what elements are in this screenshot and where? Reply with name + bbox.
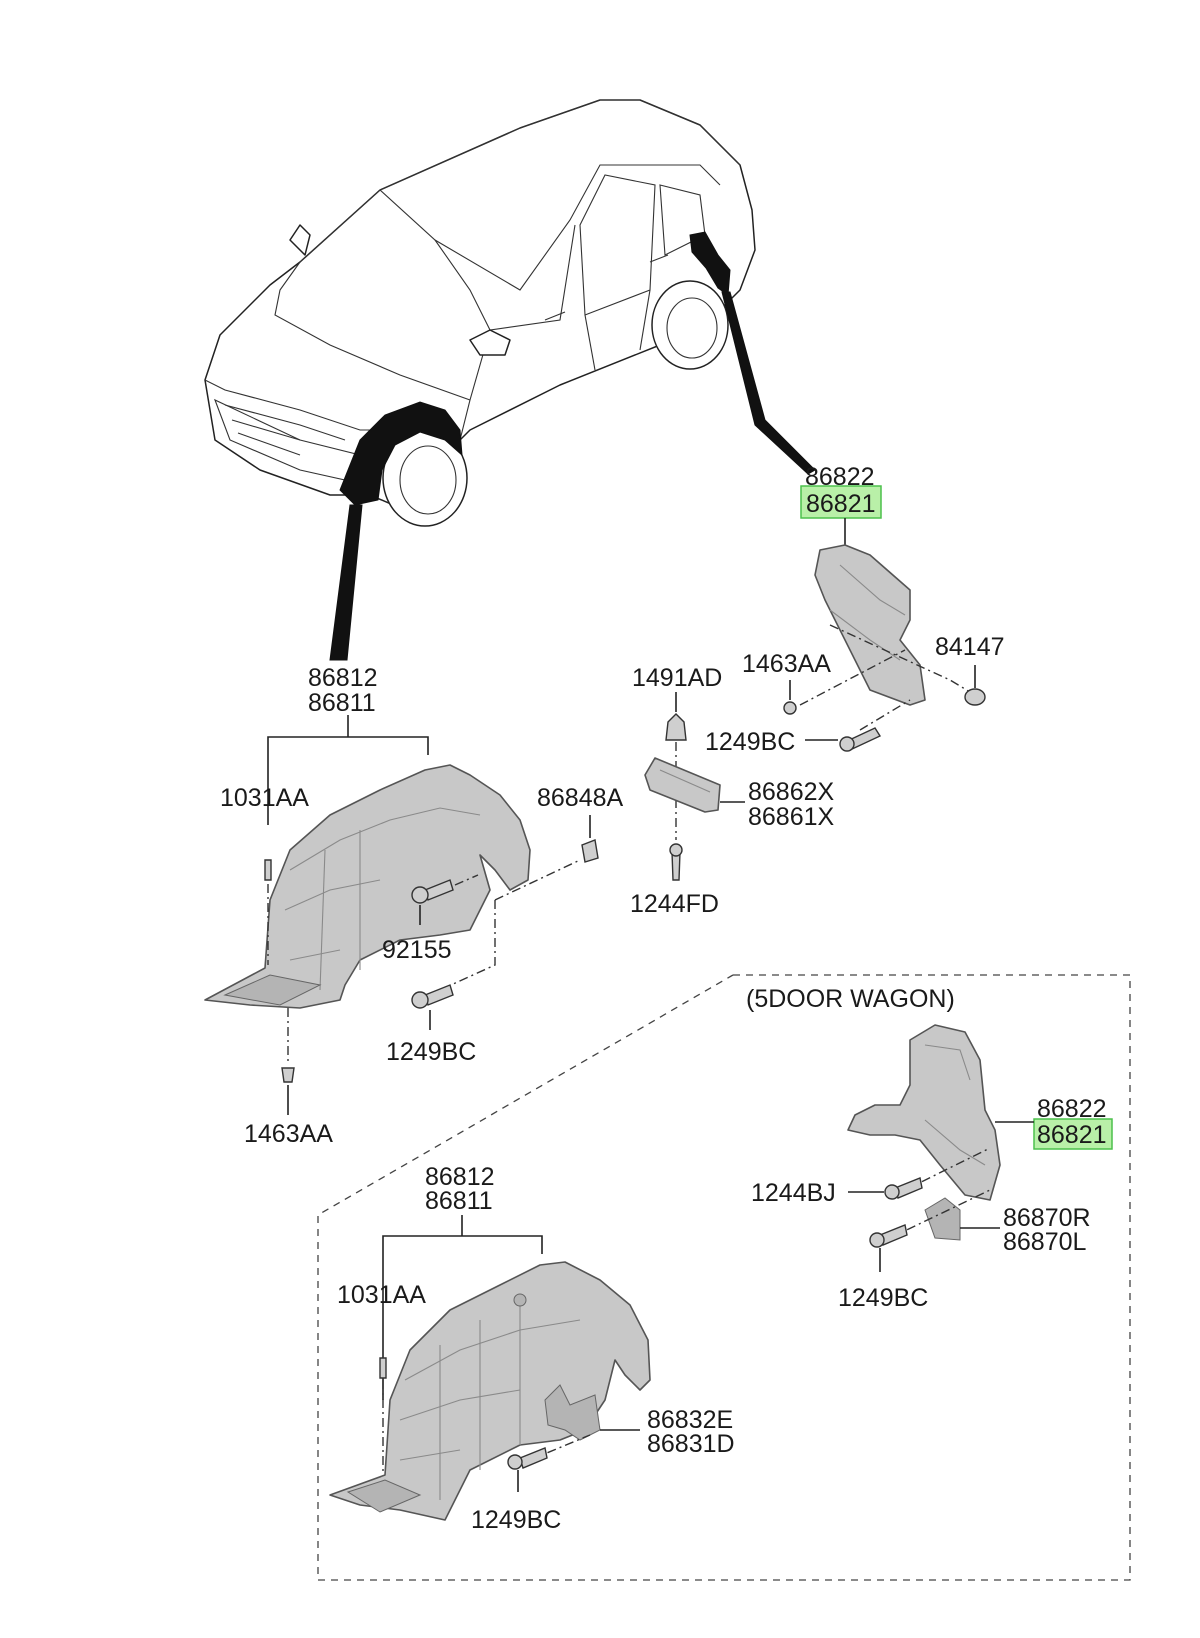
labels: 86822 86821 1463AA 84147 1491AD 1249BC 8… bbox=[220, 463, 1107, 1534]
label-1463aa-bottom: 1463AA bbox=[244, 1120, 333, 1148]
front-pointer bbox=[329, 504, 363, 661]
label-86831d: 86831D bbox=[647, 1430, 735, 1458]
label-1463aa-top: 1463AA bbox=[742, 650, 831, 678]
rear-upper-assembly bbox=[783, 485, 986, 752]
1463aa-clip-icon bbox=[783, 701, 797, 715]
label-86812-front: 86812 bbox=[308, 664, 378, 692]
label-1249bc-wagon: 1249BC bbox=[838, 1284, 928, 1312]
label-86822-wagon: 86822 bbox=[1037, 1095, 1107, 1123]
label-1244fd: 1244FD bbox=[630, 890, 719, 918]
label-84147: 84147 bbox=[935, 633, 1005, 661]
front-liner-highlight bbox=[339, 401, 463, 506]
84147-cap-icon bbox=[964, 688, 986, 706]
wagon-frame bbox=[317, 974, 1131, 1581]
label-86862x: 86862X bbox=[748, 778, 835, 806]
label-86870r: 86870R bbox=[1003, 1204, 1091, 1232]
label-86821-top: 86821 bbox=[806, 490, 876, 518]
mud-guard-assembly bbox=[644, 692, 745, 881]
label-1249bc-bottom: 1249BC bbox=[471, 1506, 561, 1534]
front-liner-assembly bbox=[204, 715, 599, 1115]
label-1249bc-mid: 1249BC bbox=[386, 1038, 476, 1066]
label-1244bj: 1244BJ bbox=[751, 1179, 836, 1207]
label-86812-wagon: 86812 bbox=[425, 1163, 495, 1191]
label-86870l: 86870L bbox=[1003, 1228, 1087, 1256]
1463aa-bottom-clip-icon bbox=[281, 1067, 295, 1083]
car-illustration bbox=[204, 99, 816, 661]
1031aa-screw-icon bbox=[264, 859, 272, 881]
wagon-front-liner-part bbox=[329, 1261, 651, 1521]
label-86832e: 86832E bbox=[647, 1406, 733, 1434]
label-wagon-title: (5DOOR WAGON) bbox=[746, 985, 955, 1013]
label-1031aa: 1031AA bbox=[220, 784, 309, 812]
label-86811-wagon: 86811 bbox=[425, 1187, 493, 1215]
rear-pointer bbox=[721, 291, 816, 475]
wagon-rear-assembly bbox=[847, 1024, 1113, 1272]
front-liner-part bbox=[204, 764, 531, 1009]
label-86861x: 86861X bbox=[748, 803, 835, 831]
label-1491ad: 1491AD bbox=[632, 664, 722, 692]
1491ad-clip-icon bbox=[665, 713, 687, 741]
1249bc-mid-screw-icon bbox=[424, 984, 454, 1006]
wagon-rear-liner-part bbox=[847, 1024, 1001, 1201]
label-1031aa-wagon: 1031AA bbox=[337, 1281, 426, 1309]
highlight-box-86821-wagon bbox=[1033, 1118, 1113, 1150]
1031aa-wagon-screw-icon bbox=[379, 1357, 387, 1379]
wagon-front-assembly bbox=[329, 1215, 651, 1521]
label-86822-top: 86822 bbox=[805, 463, 875, 491]
mudguard-part bbox=[644, 757, 721, 813]
86848a-clip-icon bbox=[581, 839, 599, 863]
1249bc-bottom-screw-icon bbox=[519, 1447, 548, 1469]
label-86811-front: 86811 bbox=[308, 689, 376, 717]
label-1249bc-top: 1249BC bbox=[705, 728, 795, 756]
label-86821-wagon: 86821 bbox=[1037, 1121, 1107, 1149]
label-92155: 92155 bbox=[382, 936, 452, 964]
label-86848a: 86848A bbox=[537, 784, 624, 812]
highlight-box-86821-top bbox=[800, 485, 882, 519]
